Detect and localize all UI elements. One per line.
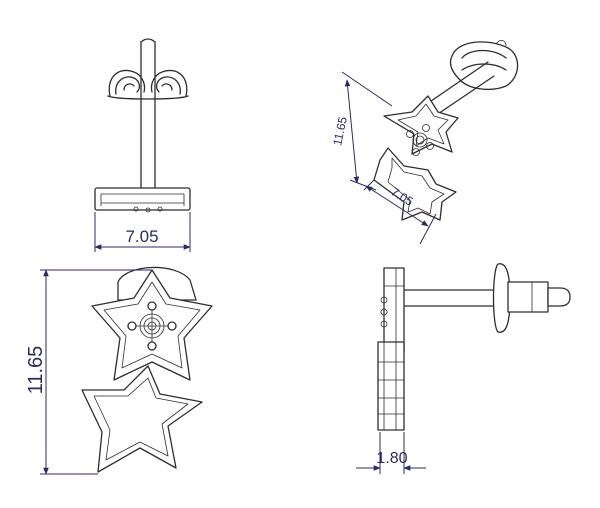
stone-setting (127, 301, 177, 351)
dim-front-width-label: 7.05 (125, 227, 158, 246)
iso-lower-star (373, 147, 457, 221)
side-post-tip (547, 287, 571, 307)
side-post (401, 289, 501, 307)
side-upper-plate (380, 267, 405, 353)
earring-profile (94, 187, 191, 213)
side-clutch-flange (492, 263, 511, 333)
front-view: 11.65 (25, 266, 213, 475)
iso-view: 11.65 7.05 (330, 40, 519, 245)
iso-clutch (449, 40, 519, 91)
dim-front-height-label: 11.65 (25, 346, 47, 395)
top-view: 7.05 (94, 38, 191, 252)
dim-front-height: 11.65 (25, 269, 152, 475)
dim-front-width: 7.05 (94, 212, 191, 252)
iso-upper-star (383, 95, 459, 156)
dim-iso-height: 11.65 (330, 71, 393, 191)
side-view: 1.80 (356, 263, 571, 474)
dim-side-thickness-label: 1.80 (376, 450, 407, 467)
dim-side-thickness: 1.80 (356, 432, 426, 474)
dim-iso-height-label: 11.65 (330, 115, 350, 147)
side-clutch-body (507, 281, 549, 313)
clutch-scrolls (107, 69, 189, 100)
side-lower-plate (377, 341, 405, 431)
post (140, 38, 156, 189)
front-lower-star (81, 365, 203, 473)
front-upper-star (91, 269, 213, 381)
